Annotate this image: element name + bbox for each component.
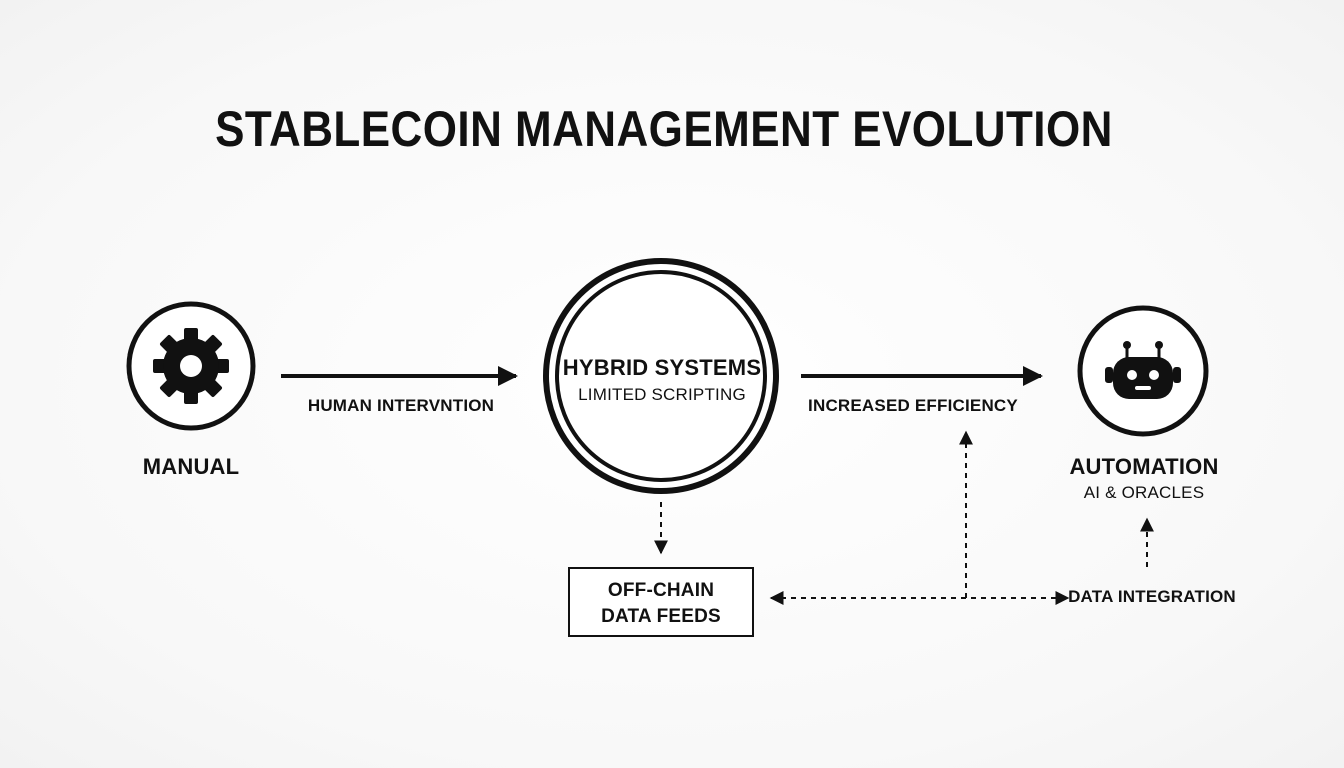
manual-label: MANUAL [142,454,240,479]
automation-label: AUTOMATION [1069,454,1219,479]
offchain-line2: DATA FEEDS [601,606,721,627]
hybrid-inner-ring [555,270,767,482]
edge-label-human-intervention: HUMAN INTERVNTION [307,396,495,415]
diagram-title: STABLECOIN MANAGEMENT EVOLUTION [215,101,1113,157]
offchain-data-box [568,567,754,637]
automation-node [1077,305,1209,437]
hybrid-outer-ring [543,258,779,494]
offchain-line1: OFF-CHAIN [607,580,715,601]
robot-icon [1105,341,1181,399]
hybrid-node [543,258,779,494]
hybrid-label: HYBRID SYSTEMS [562,355,762,380]
manual-node [126,301,256,431]
hybrid-sublabel: LIMITED SCRIPTING [578,385,746,404]
edge-label-data-integration: DATA INTEGRATION [1068,587,1236,606]
gear-icon [153,328,229,404]
automation-sublabel: AI & ORACLES [1083,483,1205,502]
edge-label-increased-efficiency: INCREASED EFFICIENCY [808,396,1018,415]
